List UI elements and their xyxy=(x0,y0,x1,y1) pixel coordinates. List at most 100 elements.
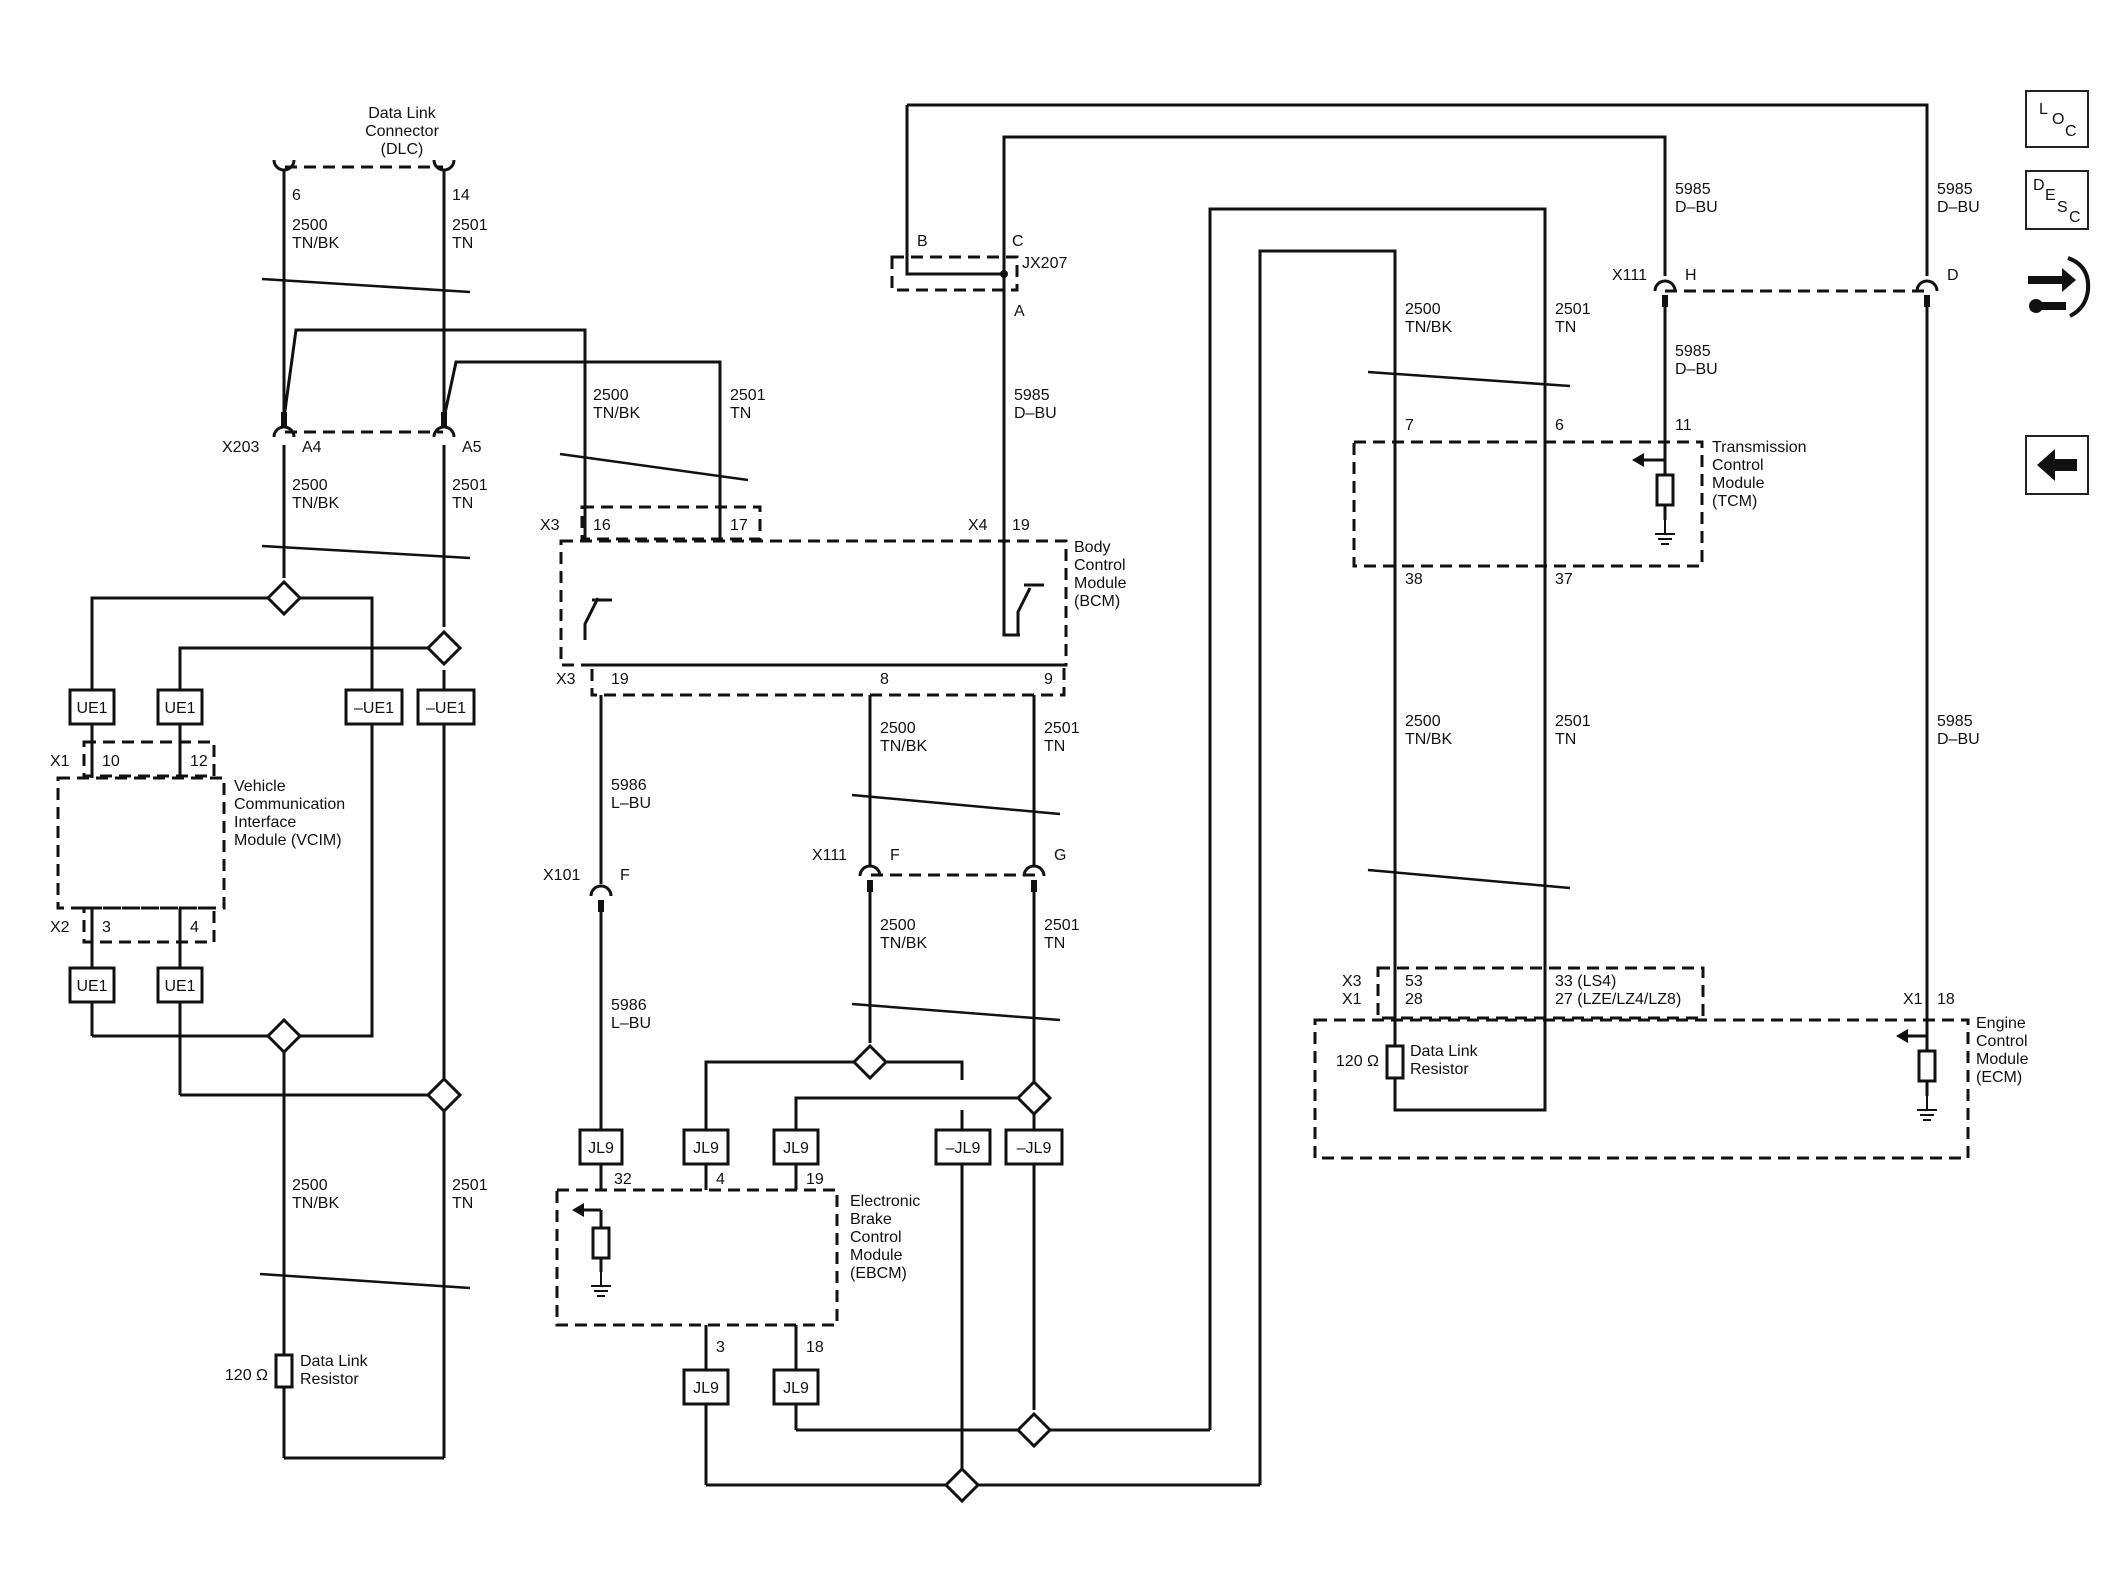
pin-label: 27 (LZE/LZ4/LZ8) xyxy=(1555,991,1681,1008)
wire-label: D–BU xyxy=(1937,731,1980,748)
resistor-label-1: Data Link xyxy=(1410,1043,1479,1060)
tcm-title-4: (TCM) xyxy=(1712,493,1757,510)
bcm-module-box xyxy=(559,539,1068,667)
connector-label-x111: X111 xyxy=(812,847,847,864)
ecm-title-3: Module xyxy=(1976,1051,2029,1068)
pin-label: 4 xyxy=(716,1171,725,1188)
pin-label: 3 xyxy=(102,919,111,936)
wire-label: 2501 xyxy=(1555,301,1591,318)
wire-label: 2500 xyxy=(593,387,629,404)
wire-label: 2501 xyxy=(1555,713,1591,730)
wire-label: 5985 xyxy=(1937,713,1973,730)
pin-label: 19 xyxy=(611,671,629,688)
splice-tag-ue1: UE1 xyxy=(76,978,107,995)
pin-label: 16 xyxy=(593,517,611,534)
dlc-title-1: Data Link xyxy=(368,105,437,122)
pin-label: 17 xyxy=(730,517,748,534)
pin-label: 9 xyxy=(1044,671,1053,688)
wire-label: 5986 xyxy=(611,997,647,1014)
pin-label: 18 xyxy=(806,1339,824,1356)
wire-label: 2501 xyxy=(1044,720,1080,737)
wire-label: D–BU xyxy=(1675,361,1718,378)
ecm-termination-resistor xyxy=(1385,1044,1405,1080)
splice-tag-jl9: JL9 xyxy=(693,1140,719,1157)
wire-label: TN/BK xyxy=(1405,319,1452,336)
pin-label: 7 xyxy=(1405,417,1414,434)
ecm-x3-header xyxy=(1376,966,1705,1020)
wire-label: 2501 xyxy=(452,477,488,494)
wire-label: L–BU xyxy=(611,1015,651,1032)
pin-label: 6 xyxy=(1555,417,1564,434)
loc-button[interactable]: L O C xyxy=(2025,90,2089,148)
wire-label: D–BU xyxy=(1937,199,1980,216)
splice-tag-jl9: JL9 xyxy=(693,1380,719,1397)
pin-label: 32 xyxy=(614,1171,632,1188)
connector-label-x101: X101 xyxy=(543,867,580,884)
wire-label: 2500 xyxy=(1405,301,1441,318)
wire-label: TN xyxy=(452,235,473,252)
ebcm-module-box xyxy=(555,1188,839,1327)
pin-label: D xyxy=(1947,267,1959,284)
pin-label: 18 xyxy=(1937,991,1955,1008)
wire-label: 2501 xyxy=(1044,917,1080,934)
tcm-title-1: Transmission xyxy=(1712,439,1807,456)
ebcm-title-1: Electronic xyxy=(850,1193,920,1210)
jx207-connector-box xyxy=(890,255,1019,292)
vcim-x2-header xyxy=(82,906,216,944)
splice-tag-ue1-neg: –UE1 xyxy=(354,700,394,717)
connector-label-x1: X1 xyxy=(1903,991,1923,1008)
pin-label: A4 xyxy=(302,439,322,456)
pin-label: 6 xyxy=(292,187,301,204)
pin-label: 38 xyxy=(1405,571,1423,588)
wire-label: 2501 xyxy=(452,1177,488,1194)
wire-label: D–BU xyxy=(1675,199,1718,216)
splice-tag-ue1: UE1 xyxy=(164,978,195,995)
dlc-pin6-cup xyxy=(272,159,296,172)
pin-label: F xyxy=(890,847,900,864)
pin-label: 12 xyxy=(190,753,208,770)
pin-label: A xyxy=(1014,303,1025,320)
splice-tag-ue1-neg: –UE1 xyxy=(426,700,466,717)
bcm-title-4: (BCM) xyxy=(1074,593,1120,610)
bcm-title-3: Module xyxy=(1074,575,1127,592)
tcm-title-2: Control xyxy=(1712,457,1764,474)
connector-label-x3: X3 xyxy=(556,671,576,688)
wire-label: TN xyxy=(1555,731,1576,748)
vcim-title-4: Module (VCIM) xyxy=(234,832,342,849)
pin-label: 11 xyxy=(1675,417,1692,434)
wire-label: 5985 xyxy=(1675,181,1711,198)
vcim-title-3: Interface xyxy=(234,814,296,831)
svg-text:S: S xyxy=(2057,199,2068,216)
ebcm-title-2: Brake xyxy=(850,1211,892,1228)
pin-label: 53 xyxy=(1405,973,1423,990)
wire-label: 5985 xyxy=(1014,387,1050,404)
resistor-value: 120 Ω xyxy=(1336,1053,1379,1070)
connector-label-x2: X2 xyxy=(50,919,70,936)
back-arrow-icon xyxy=(2037,449,2077,481)
vcim-module-box xyxy=(56,776,226,910)
wire-label: 5986 xyxy=(611,777,647,794)
desc-button[interactable]: D E S C xyxy=(2025,170,2089,230)
pin-label: H xyxy=(1685,267,1697,284)
wire-label: 2500 xyxy=(292,1177,328,1194)
connector-label-x203: X203 xyxy=(222,439,259,456)
connector-tool-icon[interactable] xyxy=(2022,250,2096,328)
svg-text:O: O xyxy=(2052,111,2064,128)
pin-label: 3 xyxy=(716,1339,725,1356)
connector-label-x3: X3 xyxy=(1342,973,1362,990)
wire-label: 2500 xyxy=(880,917,916,934)
pin-label: 14 xyxy=(452,187,470,204)
pin-label: G xyxy=(1054,847,1066,864)
back-button[interactable] xyxy=(2025,435,2089,495)
wire-label: D–BU xyxy=(1014,405,1057,422)
wire-label: TN xyxy=(452,495,473,512)
svg-text:C: C xyxy=(2065,123,2077,140)
connector-label-x1: X1 xyxy=(50,753,70,770)
ecm-module-box xyxy=(1313,1018,1970,1160)
connector-label-jx207: JX207 xyxy=(1022,255,1067,272)
svg-text:E: E xyxy=(2045,187,2056,204)
wire-label: 2500 xyxy=(292,477,328,494)
bcm-x3-header xyxy=(580,505,762,541)
